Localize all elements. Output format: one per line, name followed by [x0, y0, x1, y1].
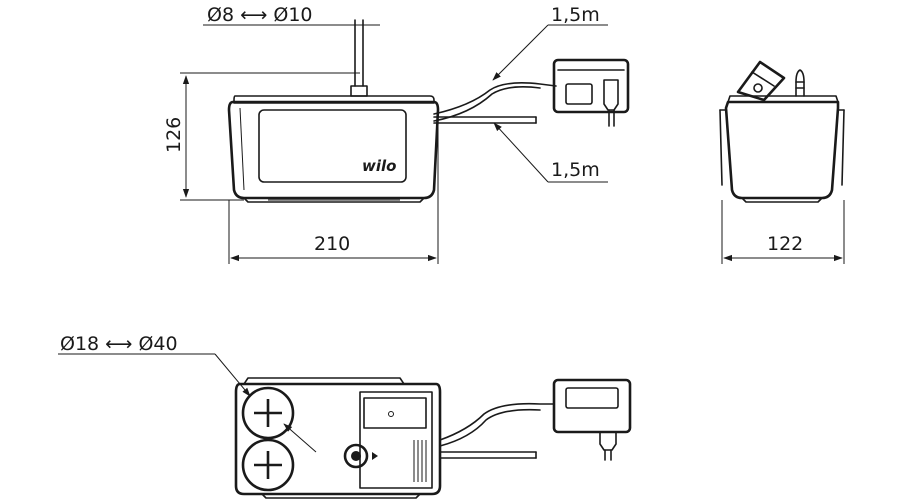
power-adapter-top: [552, 378, 632, 461]
power-adapter-front: [552, 58, 630, 127]
inlet-leader-top: [214, 353, 251, 397]
cables-front: [433, 82, 557, 124]
inlet-diameter-label: Ø18 ⟷ Ø40: [60, 333, 178, 355]
adapter-side: [736, 60, 786, 102]
height-label: 126: [163, 117, 185, 153]
brand-logo: wilo: [362, 157, 396, 175]
tube-nozzle-side: [795, 69, 805, 97]
pump-body-side: [719, 95, 845, 203]
pump-body-front: [227, 95, 440, 203]
cable-upper-arrow: [492, 24, 549, 81]
top-view: Ø18 ⟷ Ø40: [58, 333, 632, 499]
cable-lower-arrow: [493, 122, 549, 183]
width-side-label: 122: [767, 233, 803, 255]
discharge-tube-front: [350, 19, 368, 97]
pump-body-top: [234, 377, 442, 499]
inlet-leader-bottom: [283, 423, 317, 453]
front-view: wilo Ø8 ⟷ Ø10 1,5m: [163, 4, 630, 264]
cables-top: [439, 402, 555, 459]
cable-lower-length: 1,5m: [551, 159, 600, 181]
float-switch: [343, 443, 369, 469]
width-front-label: 210: [314, 233, 350, 255]
inlet-left-lower: [241, 438, 295, 492]
cable-upper-length: 1,5m: [551, 4, 600, 26]
inlet-left-upper: [241, 386, 295, 440]
side-view: 122: [719, 60, 845, 264]
tube-diameter-label: Ø8 ⟷ Ø10: [207, 4, 313, 26]
